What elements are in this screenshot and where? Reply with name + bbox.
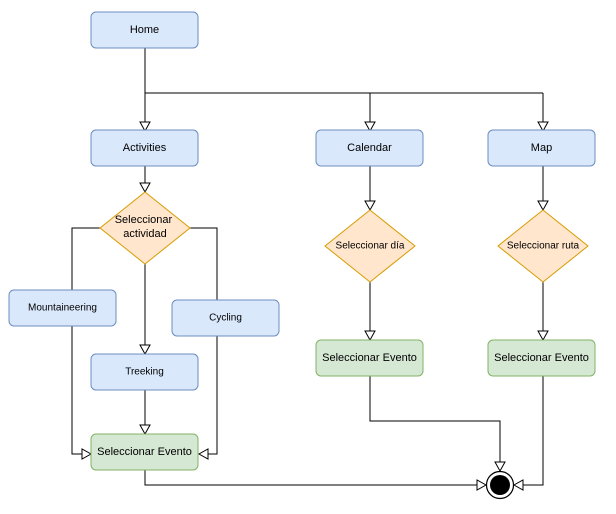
arrow-to-evento-calendar [364,330,376,342]
treeking-node [90,353,199,391]
mountaineering-node [8,289,117,327]
arrow-to-evento-activities-left [81,448,93,460]
mountaineering-label: Mountaineering [28,303,97,314]
cycling-node [171,299,280,337]
activities-label: Activities [123,142,167,154]
action-nodes: Home Activities Calendar Map Mountaineer… [8,11,596,391]
seleccionar-dia-decision [324,209,416,283]
seleccionar-ruta-label: Seleccionar ruta [507,241,580,252]
final-node-core [490,475,510,495]
arrow-to-treeking [139,344,151,356]
seleccionar-actividad-line-1: Seleccionar [115,214,173,226]
calendar-node [315,129,424,167]
arrow-to-evento-activities-top [139,424,151,436]
arrow-to-end-right [512,479,524,491]
arrow-to-evento-activities-right [197,448,209,460]
arrow-to-activities [139,121,151,133]
edges [71,48,544,486]
map-label: Map [531,142,552,154]
activities-node [90,129,199,167]
home-node [90,11,199,49]
calendar-label: Calendar [347,142,392,154]
evento-calendar-label: Seleccionar Evento [322,352,417,364]
event-nodes: Seleccionar Evento Seleccionar Evento Se… [90,339,596,471]
edge-decision-right-to-evento [190,227,218,455]
home-label: Home [130,24,159,36]
final-node [485,470,515,500]
edge-evento-calendar-to-end [369,376,501,462]
map-node [487,129,596,167]
evento-map-node [487,339,596,377]
evento-activities-label: Seleccionar Evento [97,446,192,458]
arrow-to-end-top [494,461,506,473]
decision-nodes: Seleccionar actividad Seleccionar día Se… [99,191,589,283]
arrowheads [81,121,549,491]
seleccionar-actividad-label: Seleccionar actividad [115,214,176,240]
arrow-to-end-left [476,479,488,491]
evento-activities-node [90,433,199,471]
evento-map-label: Seleccionar Evento [494,352,589,364]
edge-evento-activities-to-end [144,470,477,486]
seleccionar-dia-label: Seleccionar día [336,241,405,252]
edge-evento-map-to-end [523,376,544,486]
cycling-label: Cycling [209,313,242,324]
arrow-to-ruta-decision [537,200,549,212]
treeking-label: Treeking [125,367,164,378]
seleccionar-actividad-line-2: actividad [123,228,166,240]
arrow-to-activity-decision [139,182,151,194]
arrow-to-calendar [364,121,376,133]
seleccionar-actividad-decision [99,191,191,265]
evento-calendar-node [315,339,424,377]
arrow-to-evento-map [537,330,549,342]
arrow-to-dia-decision [364,200,376,212]
arrow-to-map [537,121,549,133]
seleccionar-ruta-decision [497,209,589,283]
edge-decision-left-to-evento [71,227,100,455]
